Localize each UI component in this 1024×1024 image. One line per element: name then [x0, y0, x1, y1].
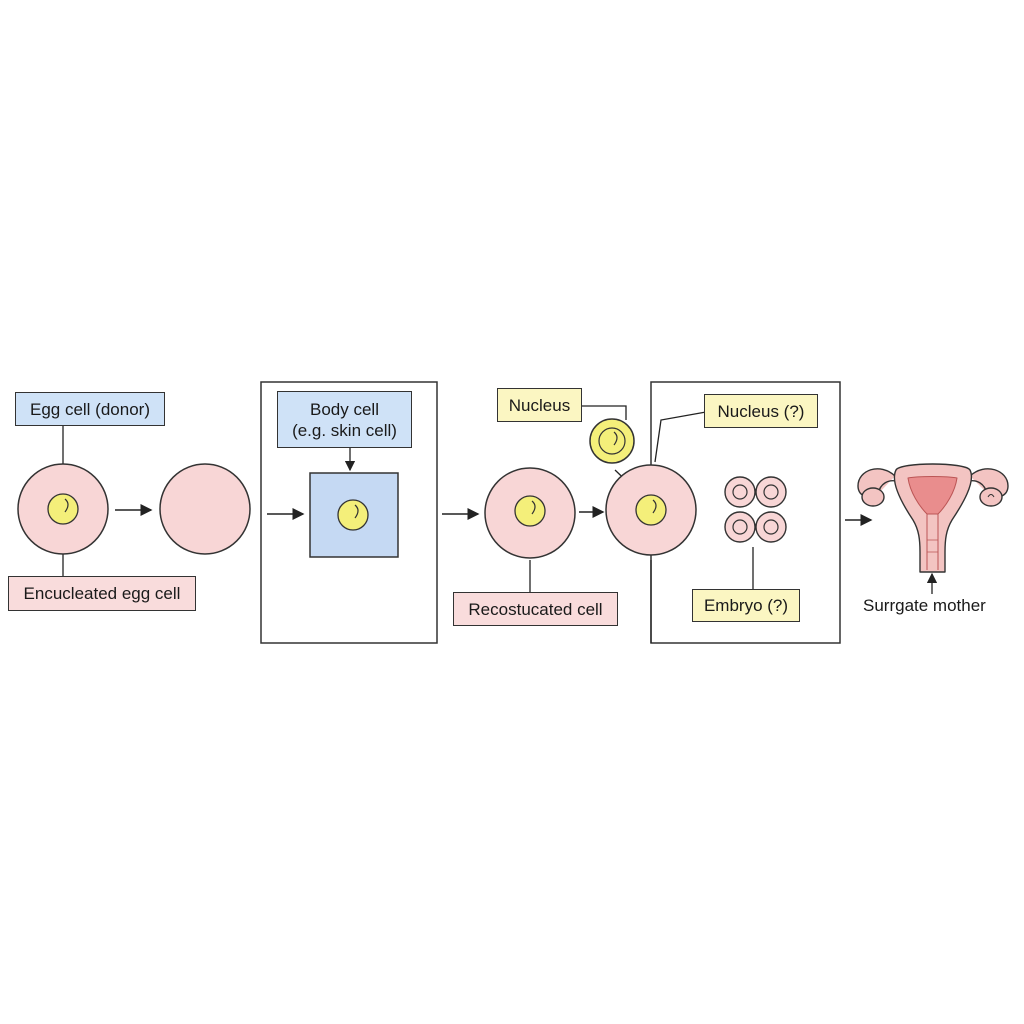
reconstructed-cell-label: Recostucated cell	[453, 592, 618, 626]
nucleus-q-label: Nucleus (?)	[704, 394, 818, 428]
egg-cell-donor-label: Egg cell (donor)	[15, 392, 165, 426]
enucleated-egg-cell	[159, 463, 251, 555]
free-nucleus	[589, 418, 635, 464]
nucleus-icon	[635, 494, 667, 526]
body-cell-label-line2: (e.g. skin cell)	[292, 420, 397, 440]
reconstructed-cell	[484, 467, 576, 559]
egg-cell-donor	[17, 463, 109, 555]
body-cell-panel	[260, 381, 438, 644]
nucleus-label: Nucleus	[497, 388, 582, 422]
embryo-icon	[724, 476, 787, 543]
nucleus-icon	[47, 493, 79, 525]
nucleus-q-leader	[654, 411, 707, 463]
body-cell-label-line1: Body cell	[310, 399, 379, 419]
nucleus-leader	[581, 405, 627, 420]
embryo-q-label: Embryo (?)	[692, 589, 800, 622]
enucleated-egg-cell-label: Encucleated egg cell	[8, 576, 196, 611]
recipient-cell	[605, 464, 697, 556]
body-cell	[309, 472, 399, 558]
nucleus-icon	[337, 499, 369, 531]
surrogate-mother-label: Surrgate mother	[863, 596, 986, 615]
nucleus-icon	[514, 495, 546, 527]
body-cell-label: Body cell (e.g. skin cell)	[277, 391, 412, 448]
uterus-icon	[857, 463, 1009, 573]
